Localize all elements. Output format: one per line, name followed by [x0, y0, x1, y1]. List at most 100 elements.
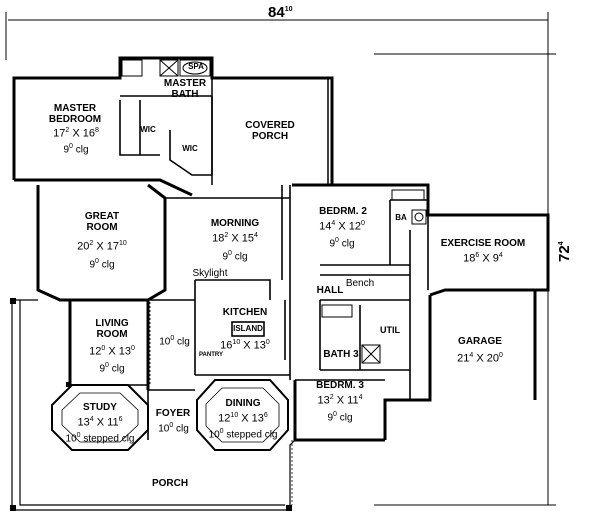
kitchen-dims: 1610 X 130: [220, 339, 270, 352]
study-clg-sup: 0: [76, 432, 81, 439]
dining-dim-b-sup: 6: [263, 412, 268, 419]
master-bedroom-dims: 172 X 168: [53, 127, 99, 140]
study-clg: 10: [65, 433, 77, 445]
bedroom-3-ceiling: 90 clg: [310, 411, 370, 423]
overall-depth: 72: [556, 245, 573, 262]
morning-dim-b-sup: 4: [253, 232, 258, 239]
living-room-dim-b: 13: [118, 345, 131, 358]
study-label: STUDY: [83, 402, 117, 413]
bedroom-3-dim-a-sup: 2: [329, 394, 334, 401]
living-room-ceiling: 90 clg: [82, 362, 142, 374]
exercise-room-label: EXERCISE ROOM: [440, 238, 526, 249]
spa-label: SPA: [188, 62, 204, 71]
dining-label: DINING: [225, 398, 261, 409]
overall-depth-sup: 4: [558, 241, 565, 246]
dashed-lines: [149, 302, 293, 505]
porch-label: PORCH: [151, 478, 189, 489]
kitchen-label: KITCHEN: [222, 307, 268, 318]
bedroom-2-clg-unit: clg: [341, 238, 355, 250]
exercise-room-dim-a: 18: [463, 252, 476, 265]
great-room-clg-unit: clg: [101, 259, 115, 271]
living-room-name-1: LIVING: [95, 318, 129, 329]
dining-bay: [196, 379, 289, 451]
dining-clg-sup: 0: [219, 428, 224, 435]
foyer-clg-sup: 0: [169, 422, 174, 429]
kitchen-dim-b: 13: [253, 339, 266, 352]
dining-dims: 1210 X 136: [218, 412, 268, 425]
great-room-dim-b-sup: 10: [119, 240, 127, 247]
great-room-dim-a: 20: [77, 240, 90, 253]
master-bedroom-ceiling: 90 clg: [46, 143, 106, 155]
bath-small-label: BA: [395, 213, 407, 222]
morning-dims: 182 X 154: [212, 232, 258, 245]
study-clg-unit: stepped clg: [83, 433, 135, 445]
kitchen-dim-a: 16: [220, 339, 233, 352]
living-room-label: LIVING ROOM: [82, 318, 142, 340]
bedroom-3-label: BEDRM. 3: [316, 380, 364, 391]
study-dims: 134 X 116: [77, 416, 123, 429]
great-room-ceiling: 90 clg: [72, 258, 132, 270]
kitchen-ceiling-clg-unit: clg: [177, 336, 190, 348]
overall-width-sup: 10: [284, 6, 293, 13]
kitchen-dim-a-sup: 10: [232, 339, 241, 346]
bedroom-2-dim-a: 14: [319, 220, 332, 233]
bath-fixtures: [121, 59, 427, 364]
master-bedroom-clg-unit: clg: [75, 144, 89, 156]
dining-ceiling: 100 stepped clg: [198, 428, 288, 440]
porch-posts: [10, 298, 292, 511]
great-room-name-2: ROOM: [86, 222, 118, 233]
master-bedroom-dim-a: 17: [53, 127, 66, 140]
bedroom-3-clg-sup: 0: [333, 411, 337, 418]
master-bedroom-name-2: BEDROOM: [48, 114, 102, 125]
garage-dim-b-sup: 0: [498, 352, 503, 359]
dining-dim-a-sup: 10: [230, 412, 239, 419]
great-room-dims: 202 X 1710: [77, 240, 127, 253]
master-bedroom-dim-b-sup: 8: [94, 127, 99, 134]
living-room-clg-sup: 0: [105, 362, 109, 369]
dining-clg-unit: stepped clg: [226, 429, 278, 441]
bedroom-3-dims: 132 X 114: [317, 394, 363, 407]
bedroom-2-label: BEDRM. 2: [319, 206, 367, 217]
foyer-ceiling: 100 clg: [146, 422, 201, 434]
study-dim-b: 11: [107, 416, 119, 429]
dining-dim-a: 12: [218, 412, 231, 425]
foyer-clg: 10: [158, 423, 170, 435]
bedroom-2-dim-b: 12: [348, 220, 361, 233]
master-bath-name-2: BATH: [171, 89, 199, 100]
study-ceiling: 100 stepped clg: [55, 432, 145, 444]
bath-3-label: BATH 3: [323, 349, 359, 360]
study-dim-a-sup: 4: [89, 416, 94, 423]
great-room-dim-a-sup: 2: [89, 240, 94, 247]
skylight-label: Skylight: [192, 268, 228, 279]
pantry-label: PANTRY: [199, 352, 223, 358]
hall-label: HALL: [316, 285, 344, 296]
study-dim-b-sup: 6: [118, 416, 123, 423]
kitchen-ceiling-clg-sup: 0: [170, 335, 175, 342]
great-room-name-1: GREAT: [84, 211, 120, 222]
exercise-room-dims: 186 X 94: [463, 252, 503, 265]
foyer-label: FOYER: [155, 408, 191, 419]
bedroom-2-dims: 144 X 120: [319, 220, 365, 233]
exercise-room-dim-b-sup: 4: [498, 252, 503, 259]
garage-label: GARAGE: [458, 336, 502, 347]
master-bath-label: MASTER BATH: [155, 78, 215, 100]
bedroom-3-clg-unit: clg: [339, 412, 353, 424]
kitchen-ceiling: 100 clg: [152, 335, 197, 347]
overall-width-label: 8410: [268, 4, 292, 21]
bedroom-3-dim-b-sup: 4: [358, 394, 363, 401]
bedroom-2-clg-sup: 0: [335, 237, 339, 244]
util-label: UTIL: [380, 325, 400, 335]
kitchen-ceiling-clg: 10: [159, 336, 171, 348]
master-bedroom-dim-a-sup: 2: [65, 127, 70, 134]
bedroom-2-dim-a-sup: 4: [331, 220, 336, 227]
great-room-clg-sup: 0: [95, 258, 99, 265]
great-room-dim-b: 17: [106, 240, 120, 253]
bedroom-2-dim-b-sup: 0: [360, 220, 365, 227]
covered-porch-name-1: COVERED: [245, 120, 295, 131]
foyer-clg-unit: clg: [176, 423, 189, 435]
master-bedroom-name-1: MASTER: [53, 103, 97, 114]
morning-label: MORNING: [210, 218, 260, 229]
morning-clg: 9: [222, 251, 229, 263]
morning-ceiling: 90 clg: [205, 250, 265, 262]
